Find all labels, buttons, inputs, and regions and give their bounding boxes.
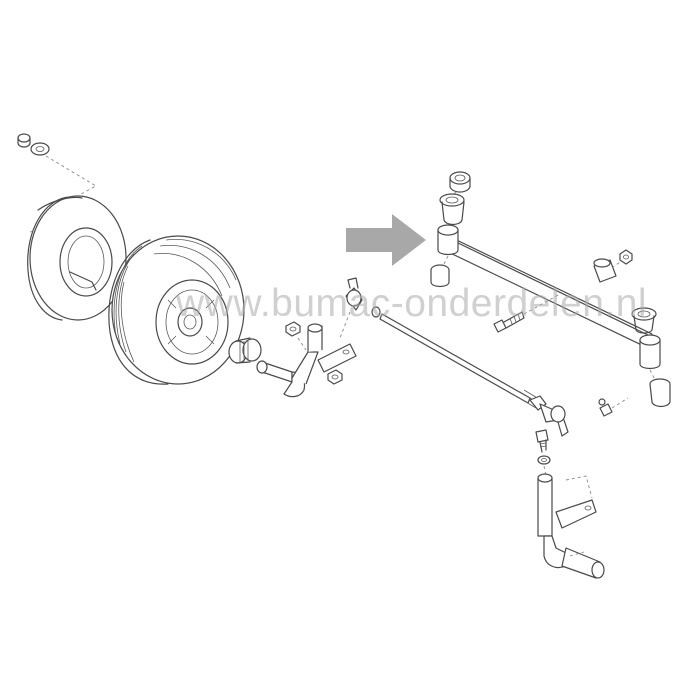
assembly-guide-line — [45, 155, 97, 201]
right-arrow-icon — [346, 214, 426, 266]
pivot-sleeve-part — [593, 258, 617, 283]
jam-nut-part — [371, 306, 381, 318]
ball-joint-part — [539, 403, 569, 437]
flanged-bushing-part — [631, 307, 657, 334]
assembly-guide-line — [297, 337, 307, 351]
front-axle-spindle-part — [256, 323, 357, 398]
flat-washer-part — [537, 455, 551, 465]
assembly-guide-line — [565, 475, 593, 499]
cap-nut-part — [17, 133, 31, 148]
front-axle-spindle-part — [537, 473, 605, 579]
flanged-bushing-part — [439, 193, 465, 226]
assembly-guide-line — [339, 311, 351, 339]
front-axle-beam-part — [437, 224, 661, 370]
bushing-part — [430, 264, 450, 288]
assembly-guide-line — [611, 261, 621, 269]
ball-joint-part — [345, 277, 363, 311]
tire-part — [27, 195, 127, 321]
bushing-part — [649, 378, 671, 408]
hex-nut-part — [619, 249, 633, 265]
wheel-part — [108, 235, 245, 385]
hex-nut-part — [285, 321, 301, 337]
assembly-guide-line — [569, 551, 585, 557]
flat-washer-part — [30, 142, 50, 156]
pivot-bolt-part — [493, 311, 525, 333]
assembly-guide-line — [523, 293, 561, 315]
assembly-guide-line — [649, 369, 655, 379]
bushing-part — [449, 171, 471, 193]
needle-bearing-part — [228, 337, 262, 364]
hex-nut-part — [327, 369, 343, 385]
grease-fitting-part — [598, 398, 613, 417]
bolt-part — [535, 429, 549, 453]
assembly-guide-line — [611, 397, 629, 409]
tie-rod-part — [379, 313, 545, 409]
assembly-guide-line — [443, 255, 449, 265]
